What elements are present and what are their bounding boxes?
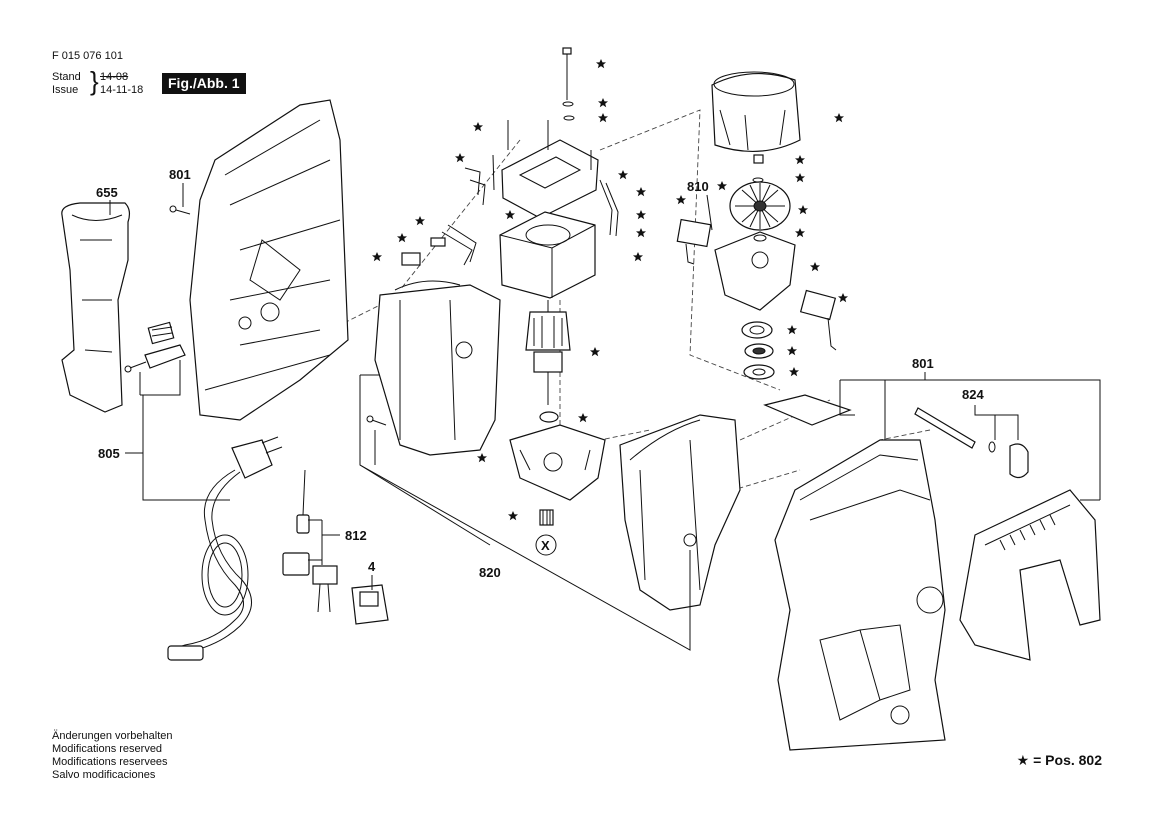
- star-icon: [598, 98, 608, 108]
- star-icon: [838, 293, 848, 303]
- star-icon: [590, 347, 600, 357]
- star-icon: [455, 153, 465, 163]
- stand-label: Stand: [52, 71, 81, 83]
- revision-labels: Stand Issue: [52, 71, 81, 97]
- star-icon: [598, 113, 608, 123]
- star-icon: [415, 216, 425, 226]
- carbon-brushes-810: [676, 218, 837, 351]
- note-line: Modifications reserved: [52, 743, 163, 755]
- star-icon: ★: [1016, 752, 1030, 768]
- star-icon: [473, 122, 483, 132]
- note-line: Salvo modificaciones: [52, 769, 156, 781]
- leader-lines: [109, 183, 1101, 651]
- star-icon: [636, 228, 646, 238]
- star-icon: [834, 113, 844, 123]
- star-legend: ★ = Pos. 802: [1017, 752, 1102, 769]
- valve-assembly-824: [914, 407, 1029, 479]
- motor-housing-left: [366, 280, 501, 456]
- switch-4: [351, 584, 389, 625]
- callout-812: 812: [345, 528, 367, 543]
- callout-labels: 655 801 805 810 812 4 820 801 824: [96, 167, 984, 580]
- star-icon: [717, 181, 727, 191]
- star-icon: [636, 210, 646, 220]
- screw-801: [169, 205, 191, 215]
- star-icon: [787, 325, 797, 335]
- star-icon: [397, 233, 407, 243]
- star-icon: [789, 367, 799, 377]
- callout-805: 805: [98, 446, 120, 461]
- handle-cover: [959, 489, 1101, 661]
- star-icon: [505, 210, 515, 220]
- stand-date: 14-08: [100, 71, 129, 83]
- legend-text: = Pos. 802: [1033, 752, 1102, 768]
- issue-date: 14-11-18: [100, 84, 144, 96]
- armature: [525, 300, 571, 423]
- star-icon: [477, 453, 487, 463]
- star-icon: [578, 413, 588, 423]
- star-icon: [372, 252, 382, 262]
- detail-x-marker: X: [535, 534, 557, 556]
- callout-655: 655: [96, 185, 118, 200]
- star-icon: [596, 59, 606, 69]
- star-icon: [795, 228, 805, 238]
- pump-head: [714, 231, 796, 311]
- motor-housing-right: [619, 414, 741, 611]
- cooling-fan: [729, 154, 791, 231]
- handle-insert-655: [61, 202, 131, 413]
- callout-820: 820: [479, 565, 501, 580]
- callout-x: X: [541, 538, 550, 553]
- star-icon: [810, 262, 820, 272]
- revision-dates: 14-08 14-11-18: [100, 71, 143, 97]
- callout-4: 4: [368, 559, 376, 574]
- bearing-bracket-top: [501, 120, 599, 219]
- strain-relief-parts: [124, 321, 186, 373]
- callout-801-left: 801: [169, 167, 191, 182]
- brush-wires: [401, 154, 619, 266]
- bearing-bracket-bottom: [509, 424, 606, 501]
- pinion-gear: [539, 509, 554, 526]
- star-icon: [618, 170, 628, 180]
- callout-810: 810: [687, 179, 709, 194]
- star-icon: [798, 205, 808, 215]
- callout-824: 824: [962, 387, 984, 402]
- star-icon: [787, 346, 797, 356]
- brace-icon: }: [90, 66, 99, 96]
- long-screw: [562, 47, 575, 121]
- power-cord: [167, 436, 283, 661]
- modification-notes: Änderungen vorbehalten Modifications res…: [52, 730, 172, 782]
- stator: [499, 211, 596, 299]
- star-icon: [676, 195, 686, 205]
- capacitor-group-812: [282, 469, 338, 613]
- figure-label: Fig./Abb. 1: [162, 73, 246, 94]
- star-icon: [795, 173, 805, 183]
- note-line: Änderungen vorbehalten: [52, 730, 173, 742]
- front-housing: [774, 439, 946, 751]
- bearings-stack: [741, 321, 775, 380]
- note-line: Modifications reservees: [52, 756, 168, 768]
- star-icon: [508, 511, 518, 521]
- rear-housing-shell: [189, 99, 349, 421]
- issue-label: Issue: [52, 84, 79, 96]
- document-number: F 015 076 101: [52, 50, 123, 62]
- star-icon: [636, 187, 646, 197]
- filter-pad: [763, 394, 852, 426]
- star-icon: [633, 252, 643, 262]
- star-icon: [795, 155, 805, 165]
- callout-801-right: 801: [912, 356, 934, 371]
- fan-shroud: [711, 71, 801, 152]
